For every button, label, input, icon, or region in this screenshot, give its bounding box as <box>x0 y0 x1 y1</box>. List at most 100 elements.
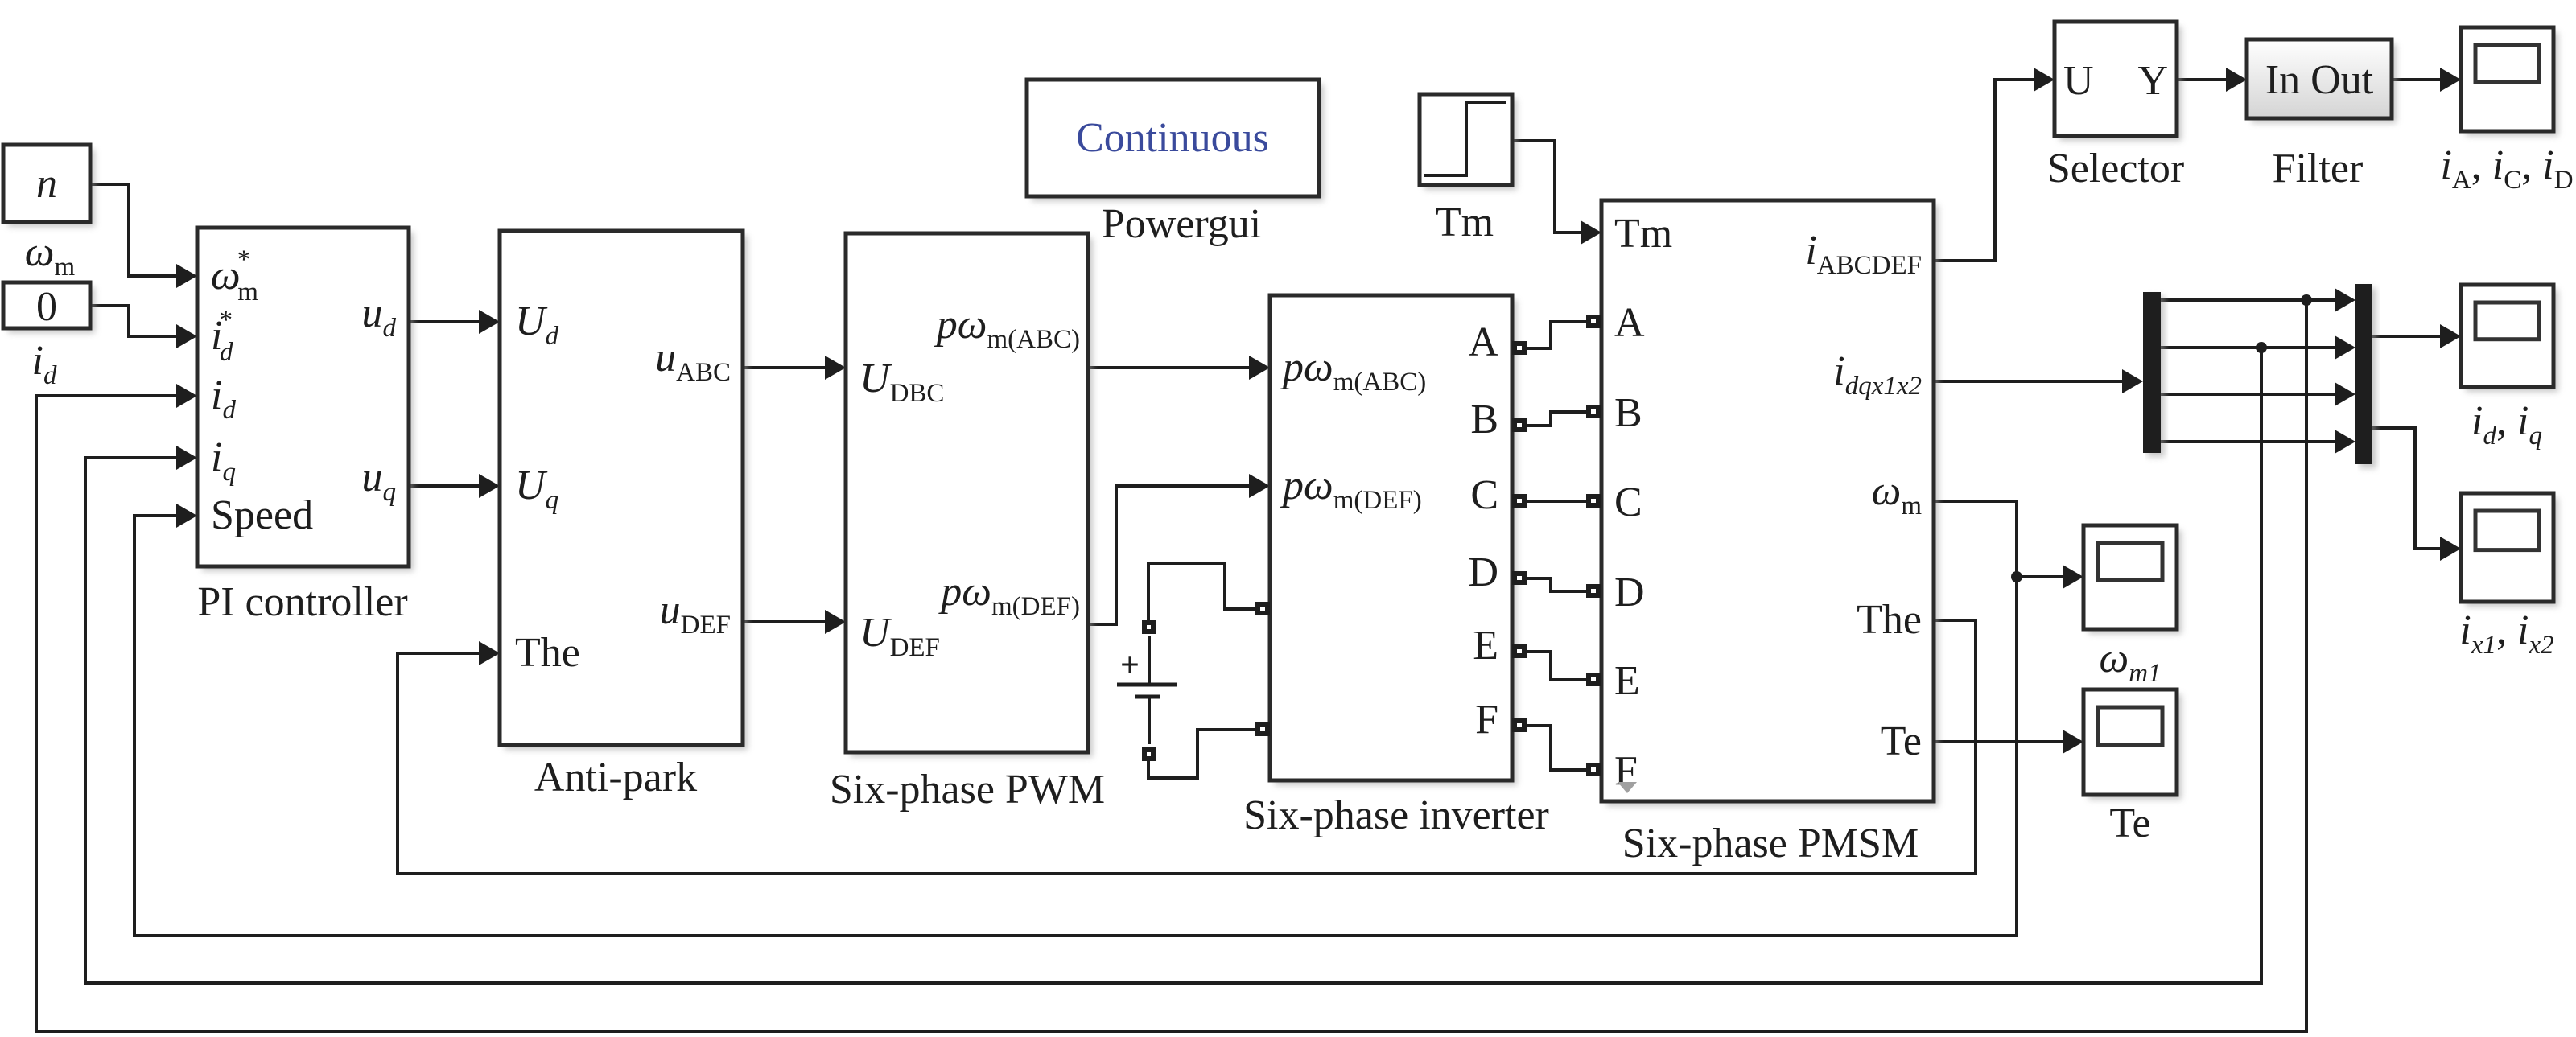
filter-label: Filter <box>2273 146 2364 191</box>
scope-wm[interactable] <box>2081 523 2182 634</box>
inverter-output-label: A <box>1468 319 1498 365</box>
inverter-output-port-f-hole <box>1517 723 1522 727</box>
inverter-output-label: C <box>1470 472 1498 518</box>
pmsm-input-port-c-hole <box>1591 499 1596 503</box>
mux-block[interactable] <box>2355 284 2376 468</box>
constant-zero-block[interactable]: 0 <box>1 280 95 333</box>
arrowhead-icon <box>176 264 197 288</box>
junction-dot-id <box>2301 294 2312 306</box>
wire-pwm-def[interactable] <box>1088 484 1259 626</box>
pmsm-input-label: C <box>1614 479 1642 525</box>
arrowhead-icon <box>2440 68 2461 92</box>
six-phase-pmsm-label: Six-phase PMSM <box>1622 821 1919 866</box>
anti-park-input-label: Ud <box>515 298 559 351</box>
inverter-output-port-e-hole <box>1517 649 1522 653</box>
scope-te-label: Te <box>2109 800 2150 846</box>
arrowhead-icon <box>1249 356 1270 380</box>
inverter-input-label: pωm(ABC) <box>1280 344 1426 397</box>
powergui-block[interactable]: Continuous <box>1024 77 1324 201</box>
inverter-output-port-b-hole <box>1517 423 1522 427</box>
pmsm-input-port-d-hole <box>1591 589 1596 593</box>
step-tm-label: Tm <box>1436 200 1494 245</box>
wire-phase-d[interactable] <box>1525 577 1587 593</box>
anti-park-input-label: Uq <box>515 463 558 515</box>
wire-id-feedback[interactable] <box>35 300 2308 1033</box>
arrowhead-icon <box>176 384 197 408</box>
scope-screen-icon <box>2473 508 2541 553</box>
arrowhead-icon <box>1249 474 1270 498</box>
wire-phase-b[interactable] <box>1525 410 1587 427</box>
demux-block[interactable] <box>2143 292 2165 457</box>
arrowhead-icon <box>176 504 197 528</box>
pwm-input-label: UDBC <box>859 356 944 408</box>
pmsm-drop-arrow-icon <box>1618 782 1637 793</box>
step-tm-block[interactable] <box>1417 92 1517 190</box>
scope-ix-label: ix1, ix2 <box>2459 607 2553 660</box>
wire-dc-plus[interactable] <box>1147 562 1255 623</box>
pi-input-label: id <box>211 372 236 425</box>
arrowhead-icon <box>2335 288 2355 312</box>
scope-ix[interactable] <box>2459 491 2558 607</box>
pmsm-input-label: D <box>1614 570 1645 615</box>
junctions <box>2011 294 2312 582</box>
wire-phase-a[interactable] <box>1525 320 1587 350</box>
arrowhead-icon <box>2335 382 2355 406</box>
wire-iabcdef[interactable] <box>1934 78 2042 262</box>
powergui-mode: Continuous <box>1076 115 1269 161</box>
pmsm-input-port-a-hole <box>1591 319 1596 323</box>
inverter-dc-plus-port-hole <box>1260 607 1265 611</box>
scope-screen-icon <box>2473 300 2541 342</box>
arrowhead-icon <box>2063 565 2083 589</box>
arrowhead-icon <box>176 324 197 348</box>
arrowhead-icon <box>2440 537 2461 561</box>
six-phase-inverter-label: Six-phase inverter <box>1243 792 1549 838</box>
inverter-output-label: B <box>1470 397 1498 442</box>
selector-block[interactable]: U Y <box>2052 19 2182 141</box>
selector-label: Selector <box>2047 146 2184 191</box>
wire-n-to-pi[interactable] <box>90 183 185 278</box>
scope-iacd-label: iA, iC, iD <box>2440 142 2573 195</box>
pmsm-output-label: idqx1x2 <box>1833 348 1922 401</box>
constant-n-block[interactable]: n <box>1 142 95 227</box>
constant-n-value: n <box>36 161 57 207</box>
wire-mux-ix[interactable] <box>2372 426 2450 550</box>
arrowhead-icon <box>825 610 846 634</box>
six-phase-inverter-block[interactable]: pωm(ABC)pωm(DEF)ABCDEF <box>1255 293 1527 785</box>
wire-zero-to-pi[interactable] <box>90 304 185 338</box>
scope-idq[interactable] <box>2459 282 2558 392</box>
arrowhead-icon <box>2122 369 2143 393</box>
wire-dc-minus[interactable] <box>1147 728 1255 780</box>
scope-te[interactable] <box>2081 687 2182 800</box>
selector-input-label: U <box>2063 58 2094 104</box>
pi-input-label: i*d <box>211 306 233 367</box>
arrowhead-icon <box>2226 68 2247 92</box>
anti-park-input-label: The <box>515 630 580 676</box>
wire-phase-e[interactable] <box>1525 650 1587 681</box>
pmsm-input-label: E <box>1614 658 1640 704</box>
junction-dot-wm <box>2011 571 2022 582</box>
constant-zero-label: id <box>32 338 57 390</box>
arrowhead-icon <box>479 474 500 498</box>
wires <box>35 78 2450 1033</box>
six-phase-pwm-label: Six-phase PWM <box>830 767 1105 813</box>
wire-phase-f[interactable] <box>1525 724 1587 772</box>
scope-iacd[interactable] <box>2459 25 2558 136</box>
wire-iq-feedback[interactable] <box>84 348 2263 985</box>
dc-voltage-source[interactable]: + <box>1117 620 1177 761</box>
filter-text: In Out <box>2265 57 2374 103</box>
scope-idq-label: id, iq <box>2471 398 2542 451</box>
wire-wm[interactable] <box>133 500 2018 937</box>
wire-the-feedback[interactable] <box>396 619 1977 875</box>
filter-block[interactable]: In Out <box>2244 37 2397 123</box>
scope-screen-icon <box>2096 541 2165 582</box>
pmsm-input-port-f-hole <box>1591 767 1596 772</box>
inverter-input-label: pωm(DEF) <box>1280 463 1422 515</box>
wire-tm[interactable] <box>1512 139 1589 234</box>
arrowhead-icon <box>2034 68 2055 92</box>
